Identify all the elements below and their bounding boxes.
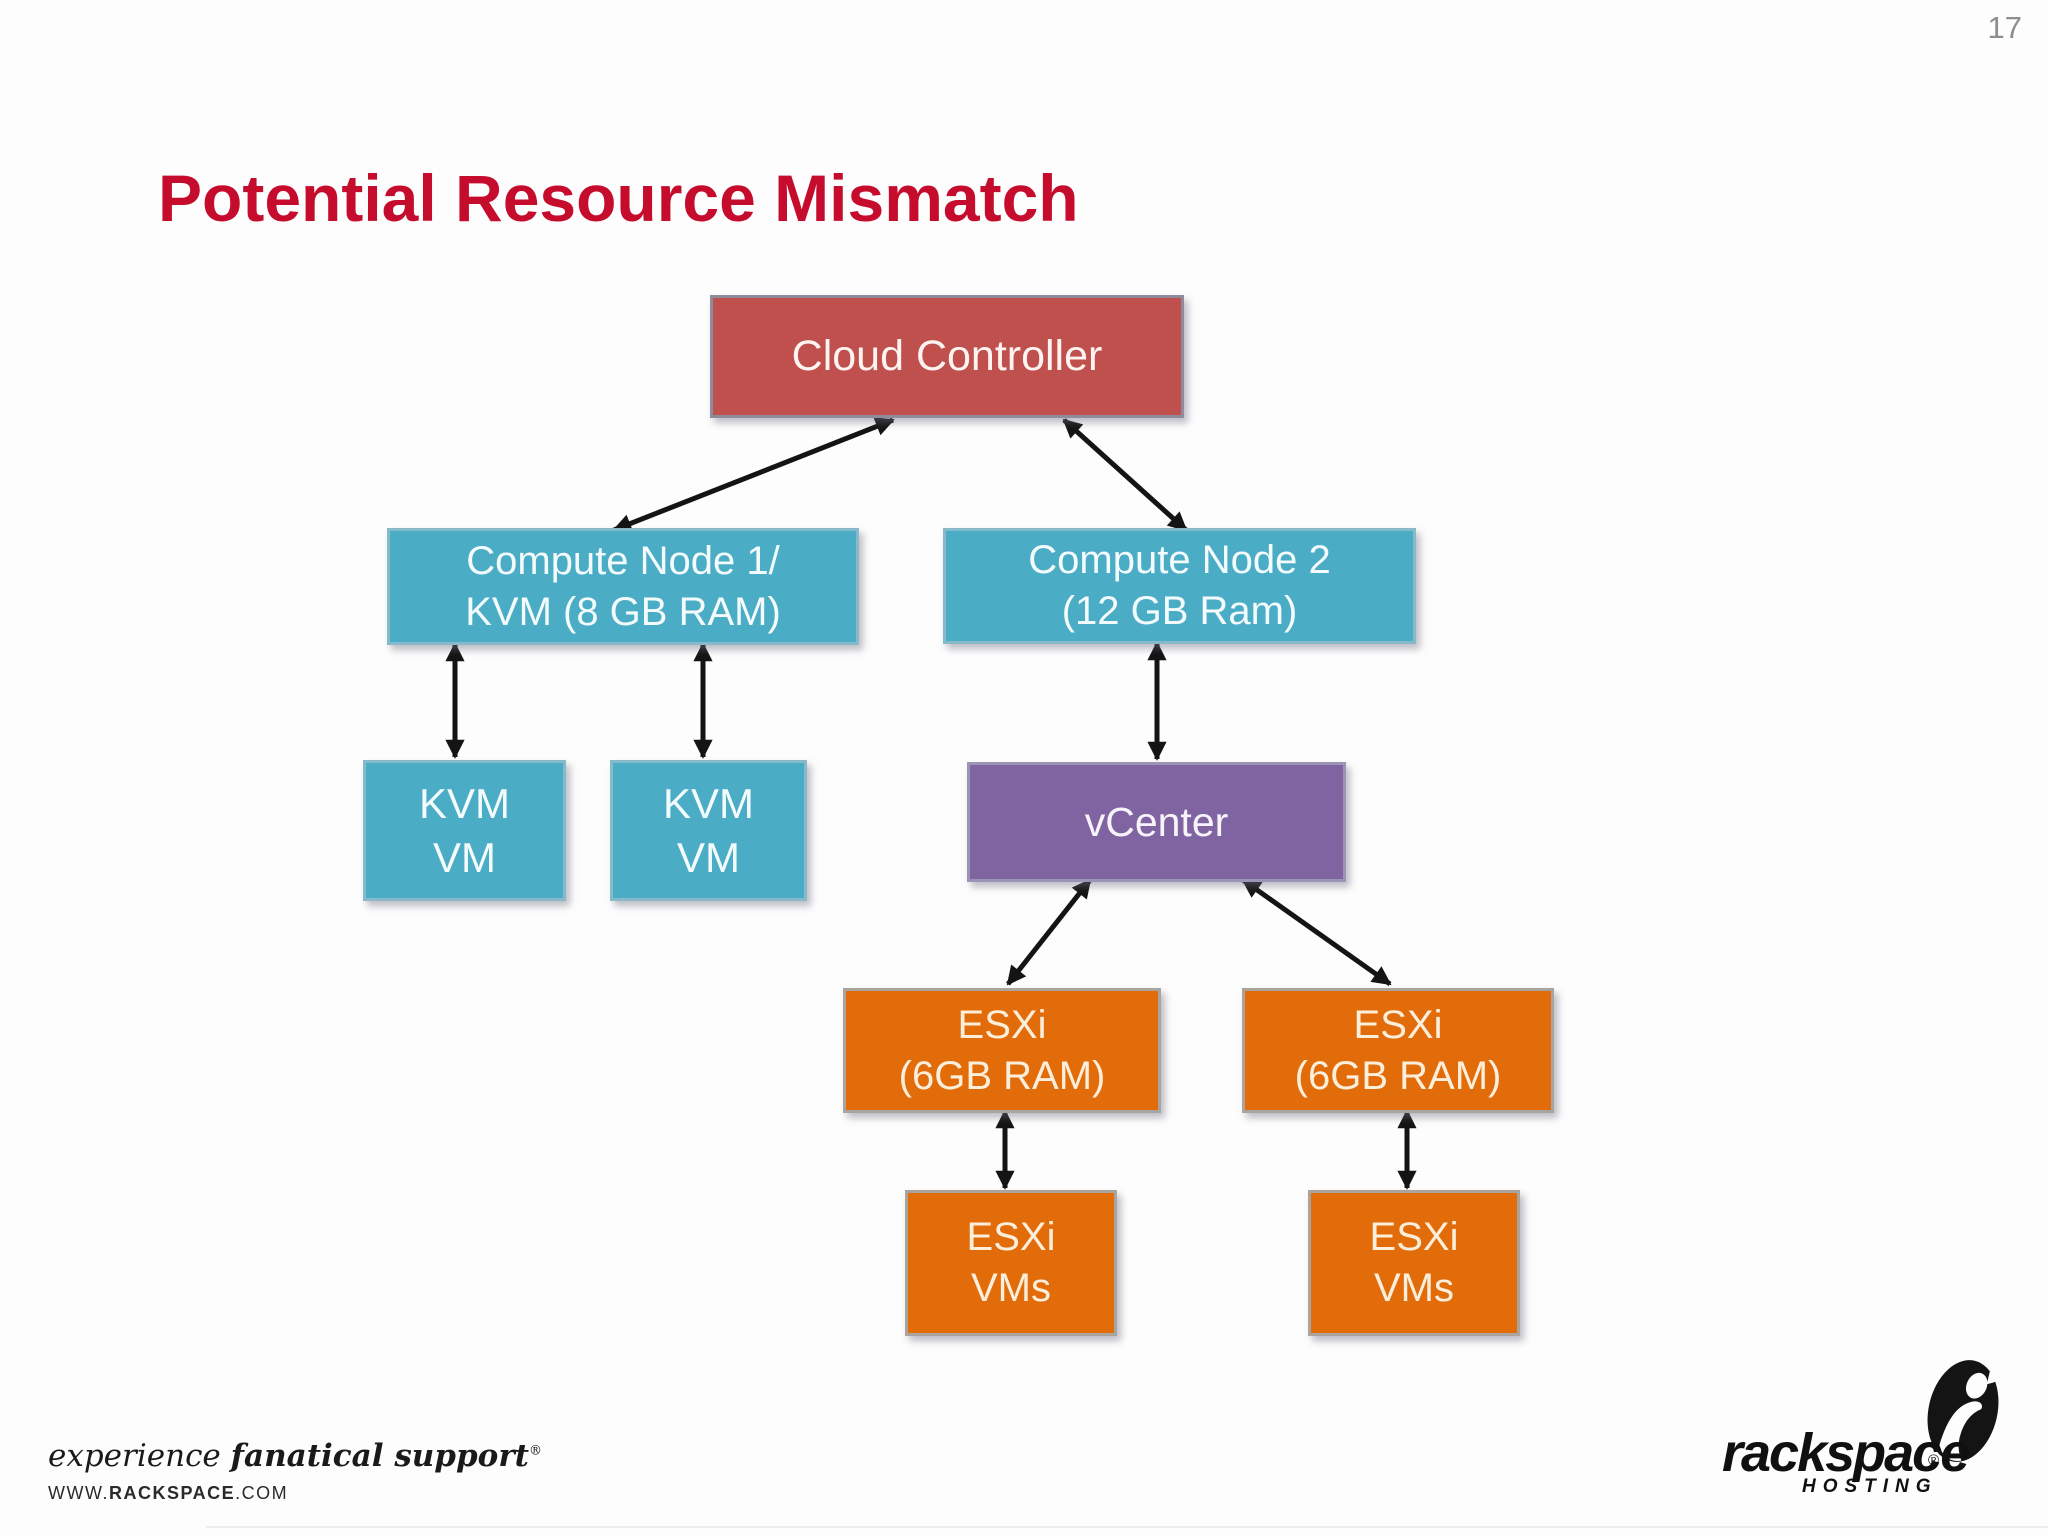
node-label-line2: KVM (8 GB RAM) [465, 589, 781, 634]
arrow-cloudcontroller-computenode2 [1062, 418, 1188, 532]
node-label-line2: VMs [971, 1266, 1051, 1310]
node-compute-node-2: Compute Node 2 (12 GB Ram) [943, 528, 1416, 644]
url-www: WWW. [48, 1483, 109, 1503]
slide-title: Potential Resource Mismatch [158, 161, 1079, 236]
node-esxi-vms-1: ESXi VMs [905, 1190, 1117, 1336]
node-label: Cloud Controller [791, 332, 1103, 381]
tagline-experience: experience [48, 1438, 221, 1474]
node-vcenter: vCenter [967, 762, 1346, 882]
url-com: .COM [235, 1483, 289, 1503]
fanatical-support-tagline: experience fanatical support® [48, 1438, 542, 1474]
node-compute-node-1: Compute Node 1/ KVM (8 GB RAM) [387, 528, 859, 645]
tagline-fanatical-support: fanatical support [230, 1438, 529, 1474]
rackspace-url: WWW.RACKSPACE.COM [48, 1483, 542, 1504]
logo-registered-mark: ® [1928, 1452, 1940, 1469]
node-label-line2: (12 GB Ram) [1061, 589, 1298, 633]
rackspace-racker-icon [1927, 1360, 2003, 1462]
node-label-line1: KVM [662, 780, 754, 828]
footer-left: experience fanatical support® WWW.RACKSP… [48, 1438, 542, 1504]
node-label-line2: (6GB RAM) [898, 1053, 1106, 1098]
arrow-cloudcontroller-computenode1 [612, 417, 895, 533]
node-label-line1: Compute Node 2 [1028, 538, 1331, 583]
node-label-line2: (6GB RAM) [1294, 1053, 1502, 1098]
arrow-vcenter-esxi2 [1241, 877, 1392, 987]
node-kvm-vm-2: KVM VM [610, 760, 807, 901]
node-label-line2: VM [677, 833, 740, 881]
node-label-line1: ESXi [957, 1002, 1047, 1047]
node-kvm-vm-1: KVM VM [363, 760, 566, 901]
node-label-line1: Compute Node 1/ [466, 538, 780, 583]
node-esxi-1: ESXi (6GB RAM) [843, 988, 1161, 1113]
arrow-vcenter-esxi1 [1006, 878, 1092, 986]
logo-brand-text: rackspace [1722, 1423, 1970, 1483]
node-label-line2: VMs [1374, 1266, 1454, 1310]
node-esxi-2: ESXi (6GB RAM) [1242, 988, 1554, 1113]
node-label-line1: ESXi [1353, 1002, 1443, 1047]
node-label-line2: VM [433, 833, 496, 881]
registered-mark: ® [529, 1443, 542, 1459]
bottom-divider [206, 1526, 2048, 1528]
logo-hosting-text: HOSTING [1802, 1476, 1938, 1497]
page-number: 17 [1987, 10, 2022, 45]
node-label-line1: ESXi [966, 1215, 1056, 1260]
node-label-line1: KVM [418, 780, 510, 828]
url-rackspace: RACKSPACE [108, 1483, 236, 1503]
node-cloud-controller: Cloud Controller [710, 295, 1184, 418]
node-label-line1: ESXi [1369, 1215, 1459, 1260]
node-esxi-vms-2: ESXi VMs [1308, 1190, 1520, 1336]
node-label: vCenter [1084, 798, 1229, 845]
rackspace-hosting-logo: rackspace ® HOSTING [1716, 1352, 2016, 1512]
